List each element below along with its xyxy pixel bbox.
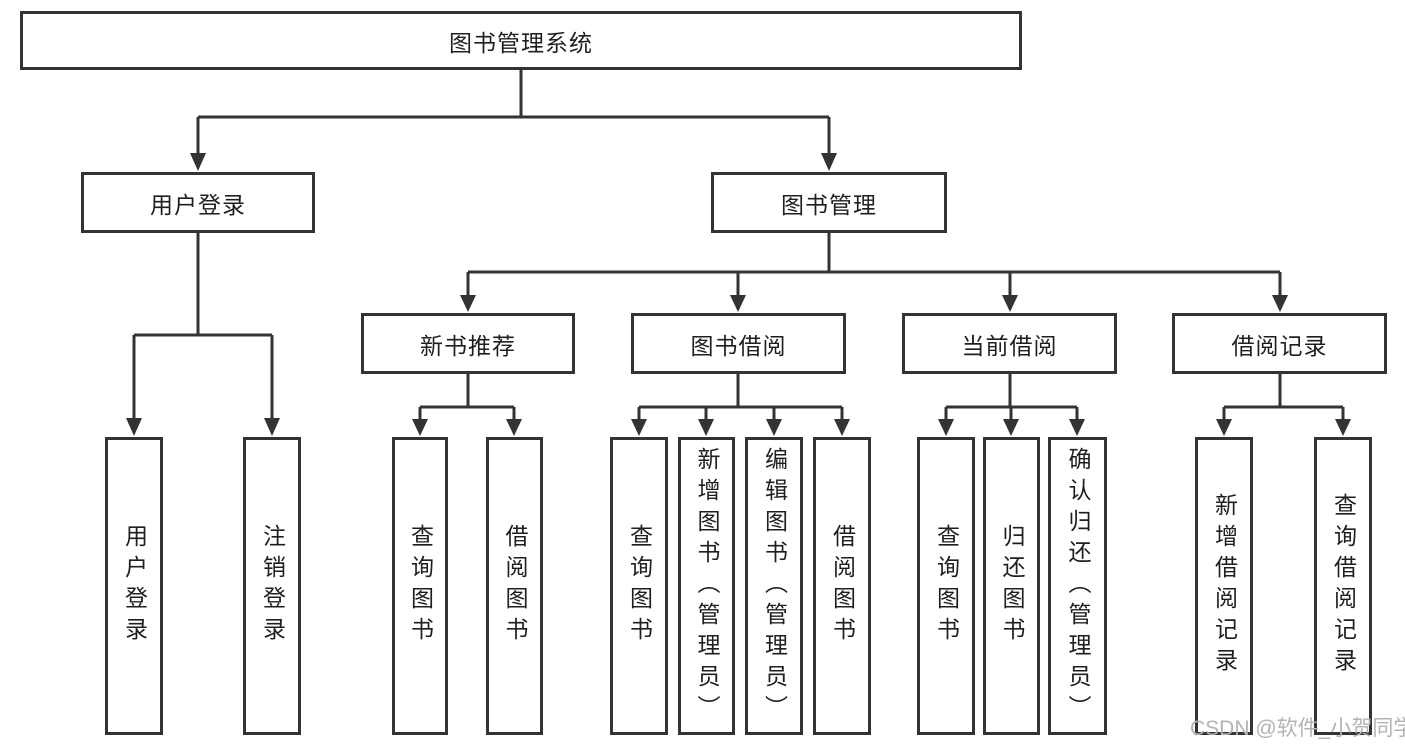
connector-new-book-rec-children xyxy=(418,374,516,421)
node-query-books-3: 查询图书 xyxy=(917,437,975,735)
arrowhead-down-icon xyxy=(126,418,280,436)
node-label: 图书管理系统 xyxy=(449,29,593,56)
node-label: 查询图书 xyxy=(626,524,653,648)
node-label: 当前借阅 xyxy=(961,332,1058,359)
connector-root-to-level2 xyxy=(196,70,831,156)
node-borrow-books-2: 借阅图书 xyxy=(813,437,871,735)
node-library-system: 图书管理系统 xyxy=(20,11,1022,70)
node-confirm-return-admin: 确认归还（管理员） xyxy=(1048,437,1107,735)
node-label: 图书管理 xyxy=(781,191,877,218)
node-label: 借阅图书 xyxy=(829,524,856,648)
node-edit-book-admin: 编辑图书（管理员） xyxy=(745,437,803,735)
connector-borrow-records-children xyxy=(1222,374,1345,421)
node-label: 新增借阅记录 xyxy=(1211,493,1238,679)
node-user-login-leaf: 用户登录 xyxy=(105,437,163,735)
node-book-management: 图书管理 xyxy=(711,172,947,233)
node-label: 新增图书（管理员） xyxy=(694,446,720,726)
node-book-borrowing: 图书借阅 xyxy=(631,313,846,374)
node-label: 用户登录 xyxy=(121,524,148,648)
node-query-books-2: 查询图书 xyxy=(610,437,668,735)
arrowhead-down-icon xyxy=(631,419,850,436)
connector-book-mgmt-children xyxy=(466,233,1282,297)
node-label: 图书借阅 xyxy=(690,332,787,359)
arrowhead-down-icon xyxy=(460,295,1288,312)
node-return-book: 归还图书 xyxy=(983,437,1040,735)
node-user-login-branch: 用户登录 xyxy=(81,172,315,233)
node-label: 注销登录 xyxy=(259,524,286,648)
arrowhead-down-icon xyxy=(190,153,837,171)
node-label: 查询图书 xyxy=(407,524,434,648)
node-label: 新书推荐 xyxy=(420,332,516,359)
node-new-book-recommend: 新书推荐 xyxy=(361,313,575,374)
node-label: 用户登录 xyxy=(150,191,246,218)
node-borrow-books-1: 借阅图书 xyxy=(486,437,543,735)
arrowhead-down-icon xyxy=(938,419,1085,436)
node-query-borrow-record: 查询借阅记录 xyxy=(1314,437,1372,735)
node-label: 查询借阅记录 xyxy=(1330,493,1357,679)
node-label: 归还图书 xyxy=(999,524,1025,648)
node-current-borrowing: 当前借阅 xyxy=(902,313,1117,374)
node-add-book-admin: 新增图书（管理员） xyxy=(678,437,735,735)
node-query-books-1: 查询图书 xyxy=(392,437,448,735)
node-label: 借阅图书 xyxy=(502,524,528,648)
node-add-borrow-record: 新增借阅记录 xyxy=(1195,437,1253,735)
arrowhead-down-icon xyxy=(1216,419,1351,436)
node-label: 借阅记录 xyxy=(1231,332,1328,359)
arrowhead-down-icon xyxy=(412,419,522,436)
connector-book-borrow-children xyxy=(637,374,844,421)
node-borrowing-records: 借阅记录 xyxy=(1172,313,1387,374)
node-label: 查询图书 xyxy=(933,524,960,648)
node-logout: 注销登录 xyxy=(243,437,301,735)
csdn-watermark: CSDN @软件_小贺同学 xyxy=(1190,717,1405,740)
node-label: 编辑图书（管理员） xyxy=(761,446,788,726)
node-label: 确认归还（管理员） xyxy=(1065,446,1091,726)
connector-user-login-children xyxy=(132,233,274,420)
connector-current-borrow-children xyxy=(944,374,1079,421)
